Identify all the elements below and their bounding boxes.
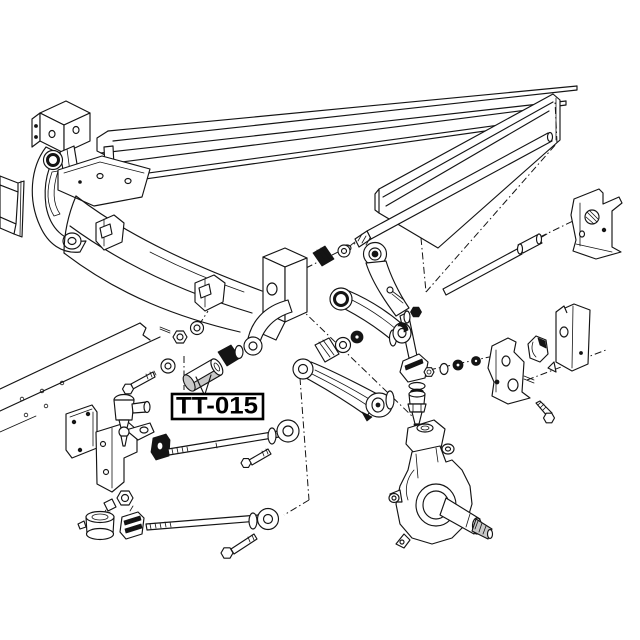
anchor-rod: [442, 233, 548, 296]
frame-rail-lower: [0, 322, 161, 433]
arm-washers: [314, 330, 364, 363]
torsion-bar: [342, 131, 554, 252]
shackle-arm: [31, 146, 87, 253]
crossmember-beam: [63, 195, 263, 333]
arm-bushing-tt015: [182, 358, 224, 392]
frame-rail-stub: [0, 175, 25, 238]
upper-arm: [329, 286, 422, 347]
washer-nut-set: [159, 320, 205, 344]
mount-plate: [57, 155, 151, 207]
bolt: [535, 400, 556, 424]
lower-arm: [292, 358, 395, 422]
mount-bracket-left: [65, 358, 176, 541]
bushing-cone-washer: [217, 344, 244, 367]
bracket-pair: [439, 303, 591, 405]
beam-clamp: [95, 214, 125, 251]
part-label-callout: TT-015: [170, 374, 265, 421]
mount-tower: [257, 247, 308, 341]
anchor-bracket: [570, 188, 623, 260]
part-label-text: TT-015: [176, 393, 258, 420]
steering-knuckle: [388, 419, 494, 549]
part-label-box: [170, 392, 265, 421]
beam-clamp: [194, 274, 226, 312]
ball-joint: [407, 381, 427, 436]
frame-bracket: [31, 100, 91, 177]
torsion-bushing-washers: [312, 244, 351, 267]
strut-rod-upper: [150, 419, 300, 468]
strut-rod-lower: [145, 507, 280, 559]
anchor-arm: [243, 299, 293, 356]
